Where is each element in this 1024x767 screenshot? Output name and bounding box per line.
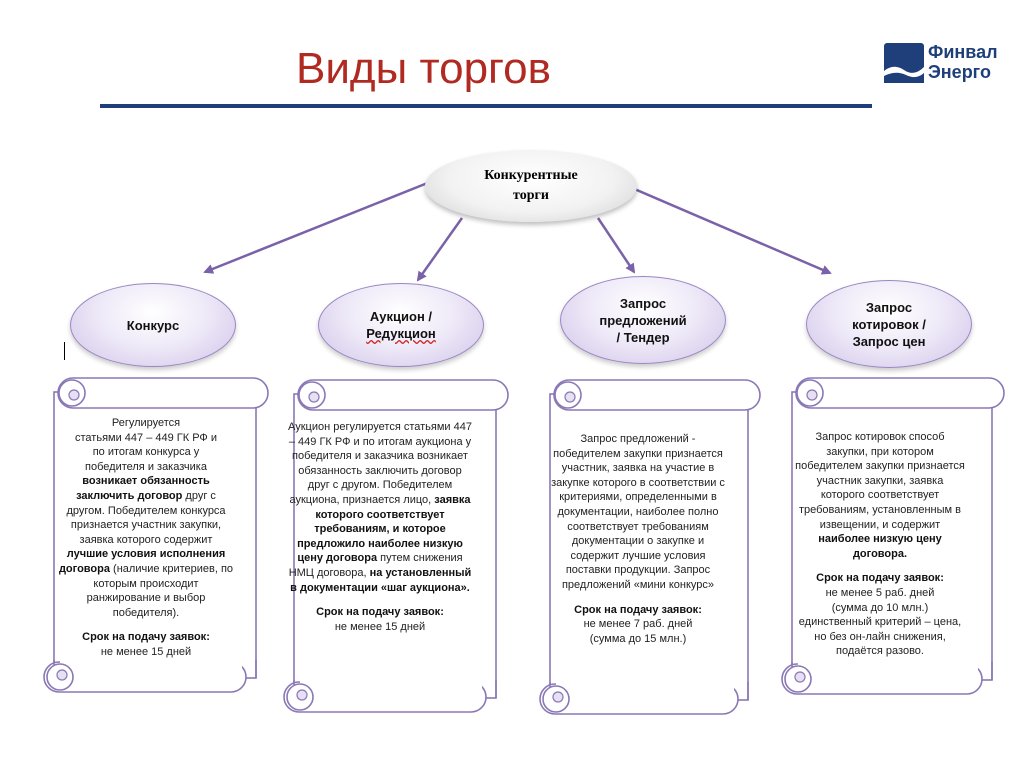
node-konkurs: Конкурс [70,283,236,367]
description-request-proposals: Запрос предложений - победителем закупки… [550,432,726,646]
node-proposals-line-2: предложений [599,312,687,328]
auction-deadline-label: Срок на подачу заявок: [316,606,444,619]
description-konkurs: Регулируется статьями 447 – 449 ГК РФ и … [58,416,234,660]
auction-body: путем снижения НМЦ договора, [288,552,463,579]
node-auction-line-1: Аукцион / [369,309,433,324]
konkurs-bold-conditions: лучшие условия исполнения договора [58,548,226,575]
konkurs-line-4: победителя и заказчика [85,460,207,473]
proposals-deadline-value: не менее 7 раб. дней [583,618,693,631]
scroll-auction [283,379,509,713]
arrow-to-auction [416,217,464,282]
quotes-deadline-value: не менее 5 раб. дней [825,586,935,599]
konkurs-line-1: Регулируется [111,417,181,429]
quotes-bold-price: наиболее низкую цену договора. [818,533,942,560]
scroll-proposals [539,379,761,715]
logo-line-1: Финвал [928,42,998,62]
quotes-intro: Запрос котировок способ закупки, при кот… [795,431,965,531]
logo-wave-icon [884,43,924,83]
auction-deadline-value: не менее 15 дней [334,620,426,633]
text-cursor [64,342,65,360]
company-logo: Финвал Энерго [884,40,1014,88]
konkurs-criteria: (наличие критериев, по которым происходи… [86,562,234,619]
konkurs-text: победителя и заказчика возникает обязанн… [58,460,234,621]
node-request-quotes: Запрос котировок / Запрос цен [806,280,972,368]
logo-line-2: Энерго [928,62,991,82]
auction-intro: Аукцион регулируется статьями 447 – 449 … [288,421,472,506]
quotes-deadline-label: Срок на подачу заявок: [816,572,944,585]
quotes-text: Запрос котировок способ закупки, при кот… [794,430,966,561]
quotes-deadline-note: (сумма до 10 млн.) [831,601,929,614]
quotes-extra: единственный критерий – цена, но без он-… [798,616,962,658]
node-proposals-line-3: / Тендер [616,329,670,345]
arrow-to-request-quotes [631,186,832,275]
arrow-to-konkurs [203,180,431,274]
description-request-quotes: Запрос котировок способ закупки, при кот… [794,430,966,659]
root-node-competitive-tenders: Конкурентные торги [425,150,637,222]
node-quotes-line-3: Запрос цен [852,333,926,349]
node-auction: Аукцион / Редукцион [318,283,484,367]
root-line-1: Конкурентные [484,168,578,183]
title-divider [100,104,872,108]
scroll-quotes [781,377,1005,695]
node-quotes-line-1: Запрос [865,299,913,315]
konkurs-line-3: по итогам конкурса у [92,446,200,459]
proposals-text: Запрос предложений - победителем закупки… [551,433,725,591]
auction-bold-requirements: заявка которого соответствует требования… [297,493,471,565]
auction-bold-step: на установленный в документации «шаг аук… [290,566,472,594]
node-proposals-line-1: Запрос [619,295,667,311]
root-line-2: торги [513,188,549,203]
konkurs-deadline-value: не менее 15 дней [100,645,192,658]
auction-text: Аукцион регулируется статьями 447 – 449 … [288,420,472,595]
konkurs-deadline-label: Срок на подачу заявок: [82,631,210,644]
node-quotes-line-2: котировок / [852,316,926,332]
proposals-deadline-label: Срок на подачу заявок: [574,603,702,616]
konkurs-bold-obligation: возникает обязанность заключить договор [76,475,210,502]
node-request-proposals: Запрос предложений / Тендер [560,276,726,364]
konkurs-body: друг с другом. Победителем конкурса приз… [66,489,226,546]
logo-text: Финвал Энерго [928,42,998,82]
node-konkurs-line-1: Конкурс [126,317,180,333]
node-auction-line-2: Редукцион [366,326,436,341]
description-auction: Аукцион регулируется статьями 447 – 449 … [288,420,472,634]
arrow-to-request-proposals [596,217,636,274]
proposals-deadline-note: (сумма до 15 млн.) [589,632,687,645]
konkurs-line-2: статьями 447 – 449 ГК РФ и [75,431,217,444]
scroll-konkurs [43,377,269,693]
page-title: Виды торгов [296,44,551,93]
